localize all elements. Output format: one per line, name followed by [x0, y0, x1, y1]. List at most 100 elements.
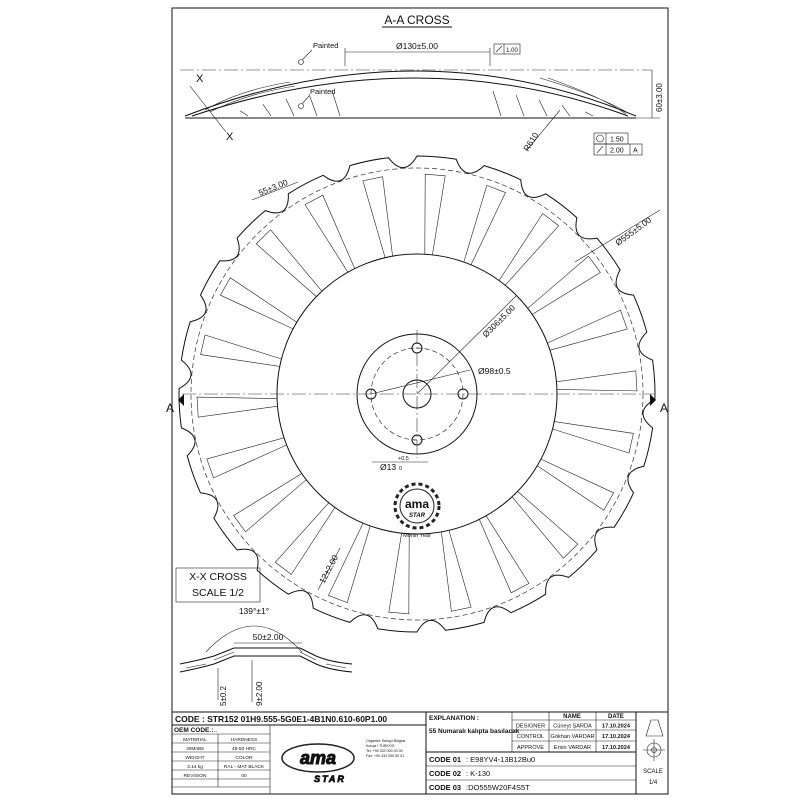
- section-left: A: [166, 401, 174, 415]
- aa-stripe-14: [538, 99, 548, 117]
- stamp-logo-text: ama: [405, 497, 429, 511]
- detail-angle: 139°±1°: [239, 606, 269, 616]
- code-value-2: :DO555W20F4S5T: [466, 783, 530, 792]
- x-marker-bottom: X: [226, 131, 234, 143]
- spec-value-4: 00: [241, 773, 247, 779]
- radius-leader: [526, 109, 561, 151]
- cross-section-view: A-A CROSS Ø130±5.00 1.00 Painted Painted…: [180, 13, 664, 156]
- x-cut-line: [189, 85, 227, 133]
- dish-inner-curve: [191, 77, 629, 117]
- projection-trapezoid: [645, 719, 664, 737]
- spec-value-2: COLOR: [235, 755, 253, 761]
- dish-top-curve: [184, 70, 637, 117]
- code-label-2: CODE 03: [429, 783, 461, 792]
- stamp-sub-text: STAR: [409, 513, 426, 519]
- address-line-1: Konya / TÜRKİYE: [366, 743, 395, 748]
- aa-stripe-15: [561, 105, 571, 117]
- spec-label-1: 30MnB5: [186, 746, 204, 752]
- address-line-2: Tel: +90 332 000 00 00: [366, 749, 403, 753]
- sheet-border: [171, 7, 669, 795]
- detail-depth: 9±2.00: [255, 681, 264, 706]
- groove-11: [441, 530, 472, 612]
- person-role-1: CONTROL: [517, 734, 544, 740]
- spec-label-3: 3.14 kg: [187, 764, 203, 770]
- dim-thickness: 12±2.00: [317, 553, 340, 585]
- detail-view: X-X CROSS SCALE 1/2 139°±1° 50±2.00 5±0.…: [175, 567, 353, 706]
- stamp-caption: Month Year: [403, 533, 431, 539]
- profile-hatch: [185, 651, 347, 669]
- person-role-2: APPROVE: [517, 745, 544, 751]
- scale-box: SCALE 1/4: [643, 719, 665, 786]
- aa-stripe-2: [262, 104, 272, 117]
- disc-outline: [178, 155, 656, 633]
- groove-3: [498, 213, 560, 286]
- tol-value-1: 1.50: [610, 137, 624, 144]
- oem-code-label: OEM CODE :: [174, 727, 213, 734]
- oem-code-value: .....: [208, 727, 217, 734]
- groove-22: [362, 176, 393, 258]
- groove-19: [219, 277, 297, 330]
- code-line: CODE : STR152 01H9.555-5G0E1-4B1N0.610-6…: [175, 714, 387, 724]
- spec-label-4: REVISION: [184, 773, 207, 779]
- explanation-label: EXPLANATION :: [429, 715, 479, 722]
- groove-21: [304, 194, 355, 273]
- dim-outer: Ø555±5.00: [613, 215, 653, 248]
- dim-hole-tol-upper: +0.5: [398, 456, 409, 462]
- profile-lower: [179, 655, 353, 673]
- person-name-2: Ersin VARDAR: [554, 745, 591, 751]
- detail-title-1: X-X CROSS: [189, 571, 247, 583]
- groove-17: [196, 396, 278, 418]
- detail-title-2: SCALE 1/2: [192, 587, 244, 599]
- painted-marker-top: [298, 59, 304, 65]
- address-line-0: Organize Sanayi Bölgesi: [366, 739, 406, 743]
- detail-title-frame: [175, 567, 261, 603]
- code-label-0: CODE 01: [429, 755, 461, 764]
- aa-stripe-5: [331, 90, 341, 117]
- section-right: A: [660, 401, 668, 415]
- dim-inner: Ø306±5.00: [480, 302, 517, 339]
- spec-label-0: MATERIAL: [183, 737, 207, 743]
- groove-10: [479, 515, 530, 594]
- aa-stripe-3: [285, 98, 295, 117]
- groove-15: [233, 473, 307, 533]
- code-value-0: : E98YV4-13B12Bu0: [466, 755, 535, 764]
- painted-marker-bottom: [298, 103, 304, 109]
- spec-value-0: HARDNESS: [231, 737, 258, 743]
- aa-stripe-4: [308, 93, 318, 117]
- title-block: CODE : STR152 01H9.555-5G0E1-4B1N0.610-6…: [172, 711, 668, 794]
- tol-ref-2: A: [633, 148, 638, 155]
- dim-hole: Ø13: [380, 462, 396, 472]
- person-date-2: 17.10.2024: [602, 745, 631, 751]
- groove-9: [511, 491, 579, 559]
- scale-label: SCALE: [643, 769, 663, 775]
- rim-hatch-right: [539, 77, 631, 115]
- person-name-0: Cüneyt ŞARDA: [553, 724, 592, 730]
- groove-stripes: [239, 90, 594, 117]
- aa-stripe-12: [492, 90, 502, 117]
- groove-18: [200, 334, 282, 367]
- disc-dashed-ring: [190, 167, 644, 621]
- person-date-1: 17.10.2024: [602, 734, 631, 740]
- groove-16: [206, 437, 287, 479]
- flatness-symbol: [495, 45, 503, 53]
- dim-hole-tol-lower: 0: [399, 466, 402, 472]
- thickness-dim-leader: [317, 547, 341, 591]
- person-name-1: Gökhan VARDAR: [550, 734, 594, 740]
- height-dim: 60±3.00: [655, 83, 664, 112]
- cross-section-title: A-A CROSS: [384, 13, 449, 27]
- tolerance-frames: 1.50 2.00 A: [593, 132, 643, 156]
- inner-dim-leader: [416, 295, 517, 395]
- detail-width: 50±2.00: [253, 632, 284, 642]
- address-line-3: Fax: +90 332 000 00 01: [366, 754, 404, 758]
- person-role-0: DESIGNER: [516, 724, 545, 730]
- groove-1: [424, 173, 446, 255]
- aa-stripe-13: [515, 94, 525, 117]
- explanation-text: 55 Numaralı kalıpta basılacak: [429, 728, 520, 735]
- groove-4: [527, 255, 601, 315]
- groove-8: [537, 458, 615, 511]
- logo-main: ama: [300, 748, 336, 768]
- detail-thickness: 5±0.2: [219, 685, 228, 706]
- groove-7: [552, 421, 634, 454]
- groove-13: [328, 523, 371, 603]
